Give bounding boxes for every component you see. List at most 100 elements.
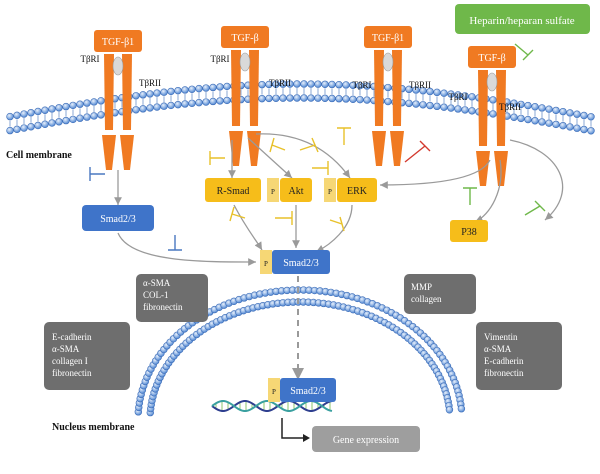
membrane-bead — [6, 126, 14, 135]
smad23-center-label: Smad2/3 — [283, 258, 319, 269]
membrane-bead — [419, 101, 427, 109]
membrane-bead — [524, 101, 532, 110]
membrane-bead — [146, 90, 154, 98]
membrane-bead — [272, 94, 280, 102]
membrane-bead — [440, 89, 448, 97]
membrane-bead — [461, 92, 469, 100]
membrane-bead — [454, 91, 462, 99]
inhibit-green-heparin — [514, 43, 534, 61]
membrane-bead — [566, 109, 574, 117]
rsmad-node: R-Smad — [205, 178, 261, 202]
membrane-bead — [41, 106, 49, 114]
membrane-bead — [160, 102, 168, 110]
ligand-label: TGF-β1 — [102, 37, 134, 48]
membrane-bead — [48, 119, 56, 127]
p38-label: P38 — [461, 227, 477, 238]
smad23-left-label: Smad2/3 — [100, 214, 136, 225]
box4-line4: fibronectin — [484, 368, 524, 378]
membrane-bead — [447, 104, 455, 112]
membrane-bead — [384, 97, 392, 106]
membrane-bead — [321, 94, 329, 102]
erk-phospho-label: P — [328, 188, 332, 196]
membrane-bead — [27, 109, 35, 117]
membrane-bead — [181, 100, 189, 108]
box1-line2: COL-1 — [143, 290, 169, 300]
membrane-bead — [209, 97, 217, 106]
membrane-bead — [573, 124, 581, 132]
membrane-bead — [83, 113, 91, 121]
membrane-bead — [216, 97, 224, 105]
membrane-bead — [524, 115, 532, 124]
ligand-label: TGF-β — [231, 33, 258, 44]
ligand-label: TGF-β — [478, 53, 505, 64]
membrane-bead — [202, 84, 210, 92]
box3-line1: E-cadherin — [52, 332, 92, 342]
membrane-bead — [293, 94, 301, 102]
membrane-bead — [412, 100, 420, 108]
membrane-bead — [139, 105, 147, 113]
membrane-bead — [6, 112, 14, 121]
membrane-bead — [286, 94, 294, 102]
type1-label: TβRI — [352, 80, 371, 90]
membrane-bead — [335, 95, 343, 103]
type2-label: TβRII — [139, 78, 161, 88]
smad23-center-phospho: P — [264, 260, 268, 268]
membrane-bead — [363, 96, 371, 104]
inhibit-green-1 — [463, 187, 477, 205]
box3-line3: collagen I — [52, 356, 88, 366]
cell-membrane-label: Cell membrane — [6, 150, 72, 161]
membrane-bead — [174, 86, 182, 95]
membrane-bead — [69, 115, 77, 124]
smad23-nucleus-label: Smad2/3 — [290, 386, 326, 397]
inhibit-blue-1 — [89, 167, 105, 181]
membrane-bead — [454, 105, 462, 113]
dna-helix — [211, 400, 333, 412]
transcription-arrow — [281, 418, 305, 439]
arrow-r4-erk — [379, 159, 491, 189]
membrane-bead — [552, 120, 560, 129]
membrane-bead — [517, 100, 525, 109]
box4-line1: Vimentin — [484, 332, 518, 342]
membrane-bead — [314, 94, 322, 102]
membrane-bead — [62, 116, 70, 125]
akt-node: P Akt — [267, 178, 312, 202]
membrane-bead — [146, 104, 154, 112]
membrane-bead — [223, 82, 231, 91]
membrane-bead — [328, 80, 336, 89]
membrane-bead — [545, 119, 553, 127]
nucleus-bead — [457, 405, 466, 413]
membrane-bead — [531, 117, 539, 125]
arrow-r4-loop — [509, 139, 564, 221]
inhibit-yellow-8 — [329, 216, 345, 232]
nucleus-membrane-label: Nucleus membrane — [52, 422, 135, 433]
inhibit-yellow-1 — [209, 151, 225, 165]
membrane-bead — [580, 111, 588, 120]
membrane-bead — [440, 103, 448, 111]
membrane-bead — [34, 121, 42, 130]
membrane-bead — [300, 80, 308, 88]
inhibit-green-2 — [524, 200, 546, 216]
box2-line2: collagen — [411, 294, 442, 304]
akt-phospho-label: P — [271, 188, 275, 196]
type2-label: TβRII — [499, 102, 521, 112]
inhibit-yellow-5 — [337, 127, 351, 145]
inhibit-yellow-6 — [229, 206, 246, 222]
membrane-bead — [314, 80, 322, 88]
membrane-bead — [97, 111, 105, 119]
membrane-bead — [76, 100, 84, 108]
arrow-r2-akt — [247, 137, 293, 179]
activation-arrows — [114, 133, 564, 380]
membrane-bead — [552, 106, 560, 115]
smad23-nucleus-phospho: P — [272, 388, 276, 396]
membrane-bead — [258, 80, 266, 89]
membrane-bead — [426, 101, 434, 110]
membrane-bead — [307, 80, 315, 88]
